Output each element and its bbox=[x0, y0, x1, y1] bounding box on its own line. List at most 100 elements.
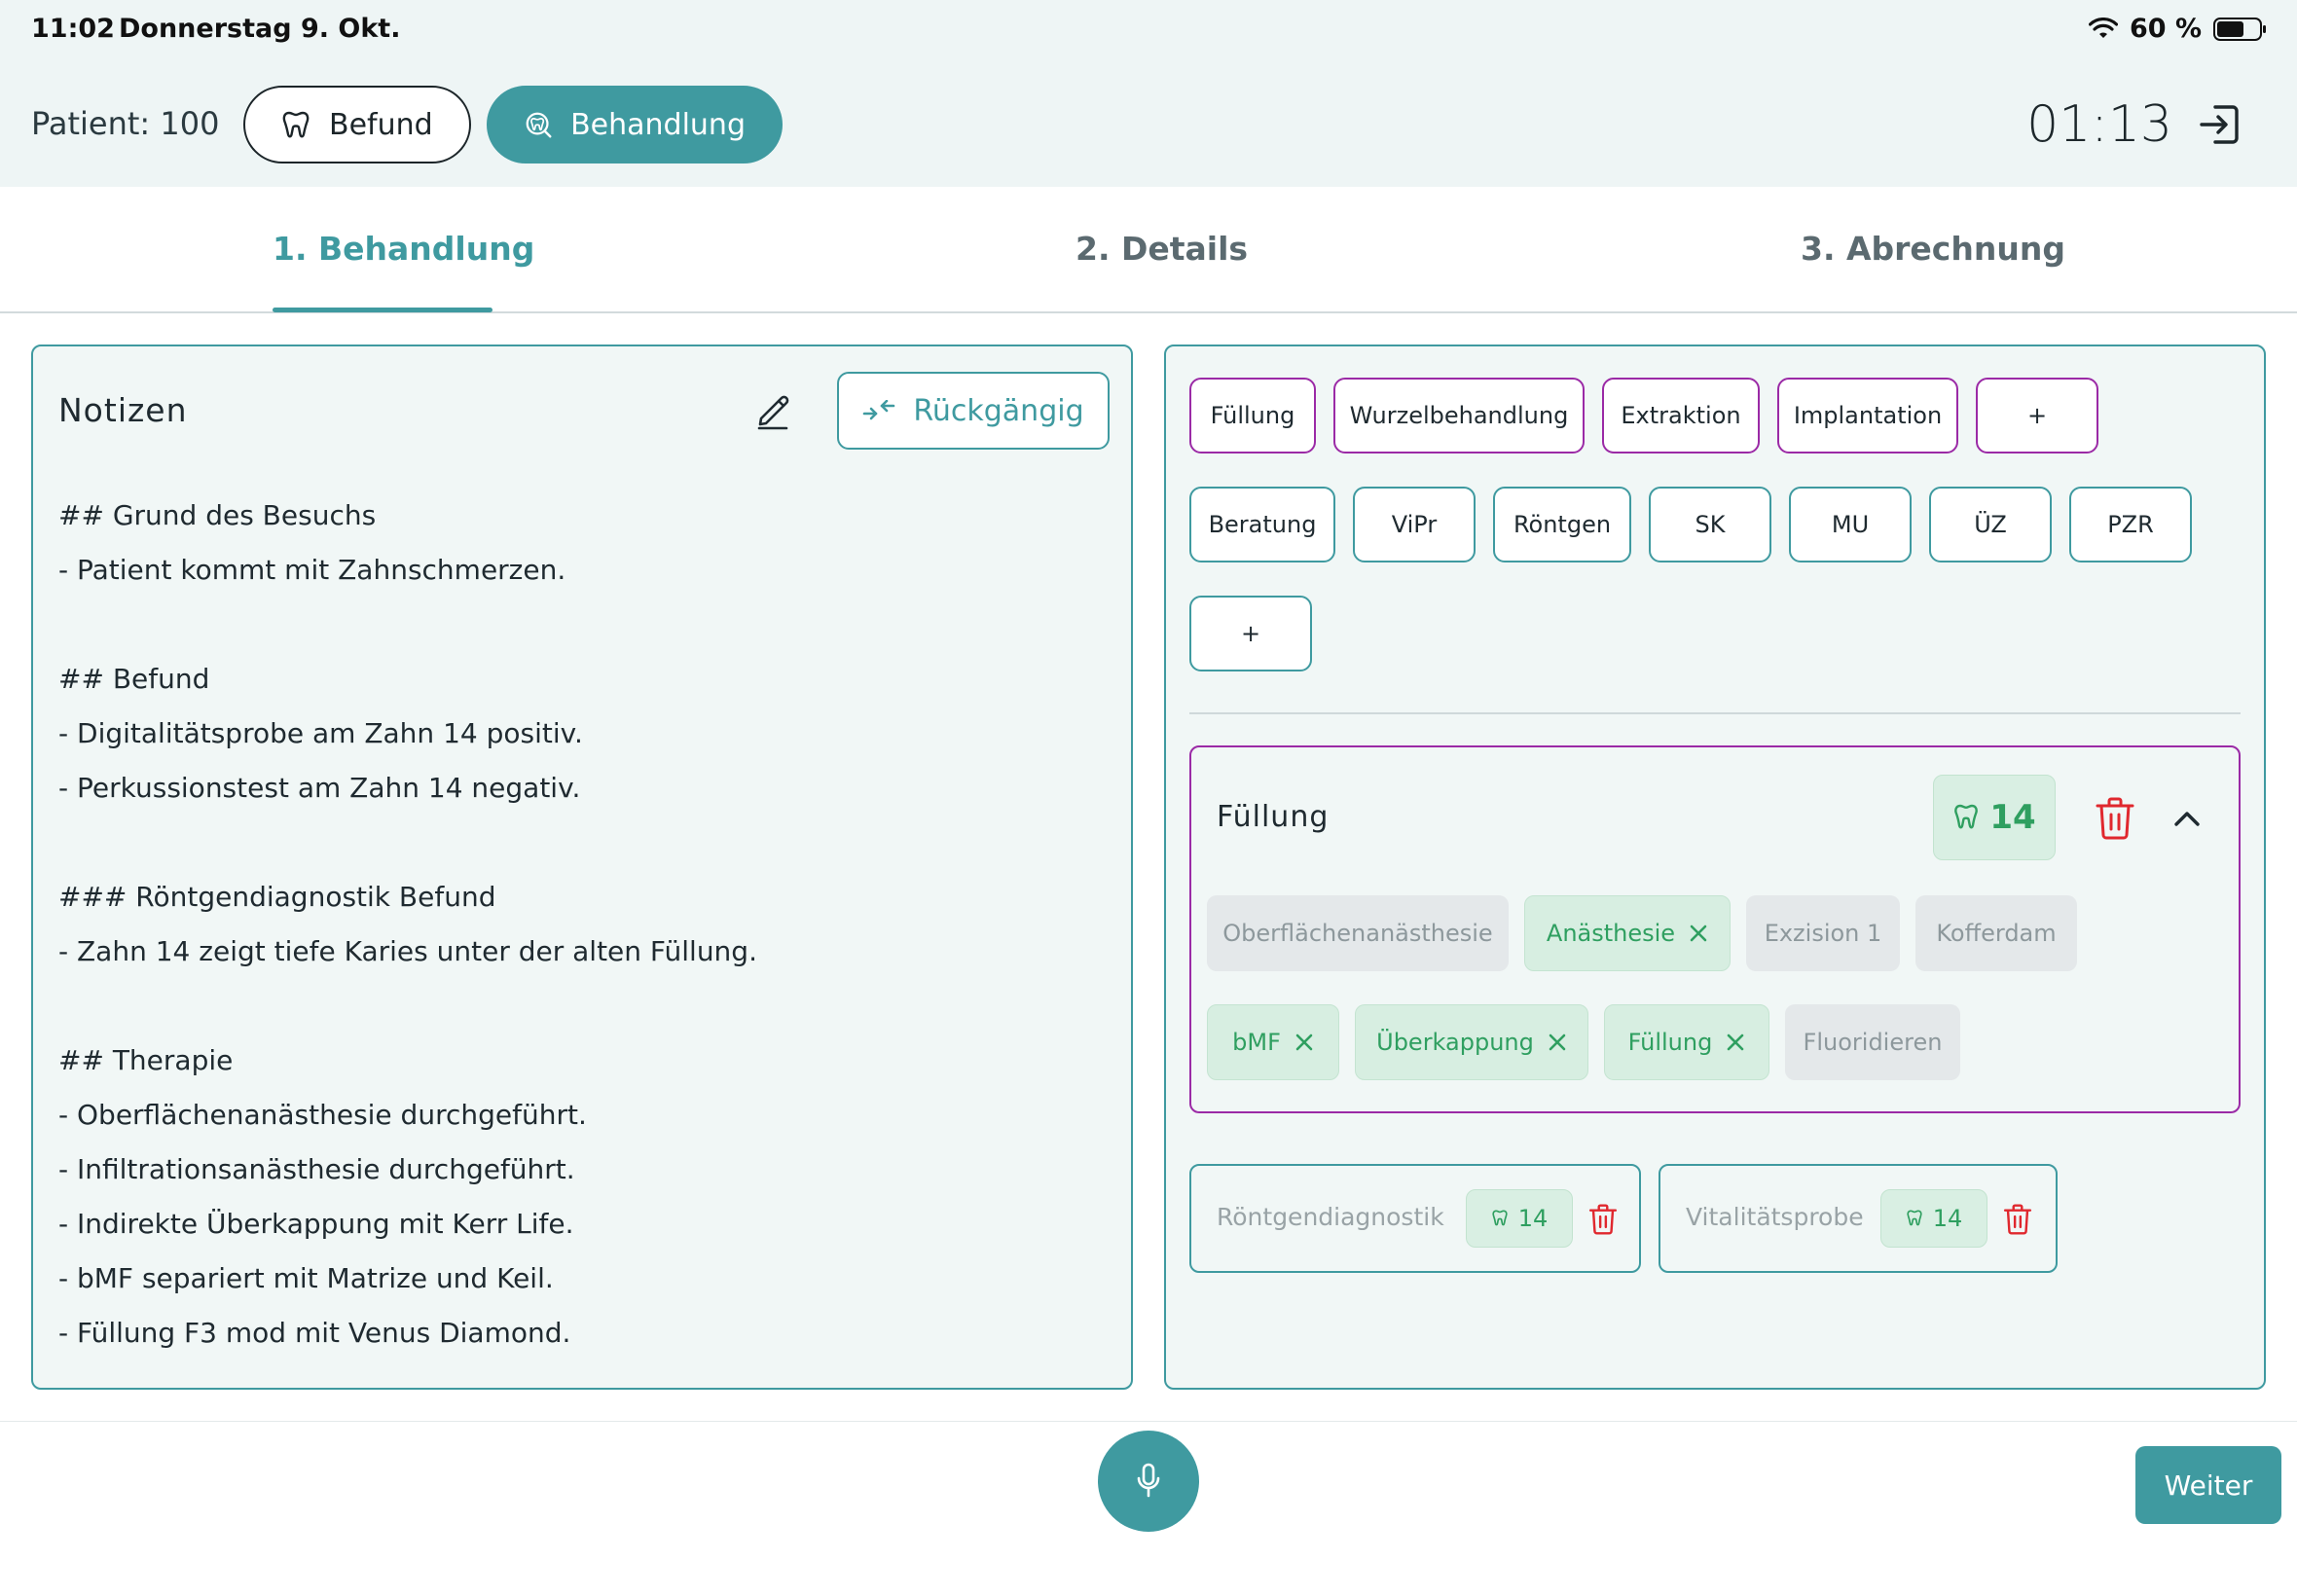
tooth-icon bbox=[1954, 804, 1979, 829]
remove-x-icon[interactable] bbox=[1689, 924, 1708, 943]
note-line: - Digitalitätsprobe am Zahn 14 positiv. bbox=[58, 717, 583, 749]
note-line bbox=[58, 979, 1110, 1034]
note-line: - Zahn 14 zeigt tiefe Karies unter der a… bbox=[58, 935, 757, 967]
option-oberflaechenanaesthesie[interactable]: Oberflächenanästhesie bbox=[1207, 895, 1509, 971]
note-line: - bMF separiert mit Matrize und Keil. bbox=[58, 1262, 554, 1294]
option-exzision[interactable]: Exzision 1 bbox=[1746, 895, 1900, 971]
trash-icon[interactable] bbox=[1588, 1203, 1618, 1236]
chip-fuellung[interactable]: Füllung bbox=[1189, 378, 1316, 453]
tooth-number: 14 bbox=[1517, 1205, 1549, 1232]
option-ueberkappung[interactable]: Überkappung bbox=[1355, 1004, 1588, 1080]
microphone-button[interactable] bbox=[1098, 1431, 1199, 1532]
note-line: - Perkussionstest am Zahn 14 negativ. bbox=[58, 772, 581, 804]
chip-pzr[interactable]: PZR bbox=[2069, 487, 2192, 562]
option-fuellung[interactable]: Füllung bbox=[1604, 1004, 1769, 1080]
tooth-number: 14 bbox=[1932, 1205, 1963, 1232]
option-label: Anästhesie bbox=[1546, 920, 1676, 947]
active-tab-indicator bbox=[273, 308, 492, 312]
notes-text[interactable]: ## Grund des Besuchs - Patient kommt mit… bbox=[58, 489, 1110, 1360]
add-teal-chip-button[interactable]: + bbox=[1189, 596, 1312, 671]
chevron-up-icon[interactable] bbox=[2170, 804, 2204, 833]
selected-treatment-card: Füllung 14 Oberflächenanästhesie Anästhe… bbox=[1189, 745, 2241, 1113]
behandlung-mode-button[interactable]: Behandlung bbox=[487, 86, 783, 163]
note-line: ## Befund bbox=[58, 663, 210, 695]
pencil-icon[interactable] bbox=[753, 389, 794, 430]
treatment-panel: Füllung Wurzelbehandlung Extraktion Impl… bbox=[1164, 345, 2266, 1390]
option-kofferdam[interactable]: Kofferdam bbox=[1915, 895, 2077, 971]
chip-mu[interactable]: MU bbox=[1789, 487, 1912, 562]
chip-implantation[interactable]: Implantation bbox=[1777, 378, 1958, 453]
option-label: Oberflächenanästhesie bbox=[1222, 920, 1493, 947]
chip-uez[interactable]: ÜZ bbox=[1929, 487, 2052, 562]
chip-beratung[interactable]: Beratung bbox=[1189, 487, 1335, 562]
tooth-number: 14 bbox=[1989, 798, 2036, 837]
status-indicators: 60 % bbox=[2088, 14, 2268, 44]
tooth-number-badge[interactable]: 14 bbox=[1466, 1189, 1573, 1248]
session-timer: 01:13 bbox=[2026, 95, 2172, 154]
notes-panel: Notizen Rückgängig ## Grund des Besuchs … bbox=[31, 345, 1133, 1390]
add-purple-chip-button[interactable]: + bbox=[1976, 378, 2098, 453]
battery-icon bbox=[2213, 17, 2266, 41]
chip-roentgen[interactable]: Röntgen bbox=[1493, 487, 1631, 562]
chip-sk[interactable]: SK bbox=[1649, 487, 1771, 562]
befund-mode-label: Befund bbox=[329, 107, 433, 142]
note-line: - Füllung F3 mod mit Venus Diamond. bbox=[58, 1317, 571, 1349]
treatment-card-vitalitaetsprobe[interactable]: Vitalitätsprobe 14 bbox=[1659, 1164, 2058, 1273]
remove-x-icon[interactable] bbox=[1294, 1033, 1314, 1052]
undo-label: Rückgängig bbox=[913, 393, 1084, 428]
top-header: 11:02 Donnerstag 9. Okt. 60 % Patient: 1… bbox=[0, 0, 2297, 187]
note-line: - Indirekte Überkappung mit Kerr Life. bbox=[58, 1208, 574, 1240]
patient-label: Patient: 100 bbox=[31, 105, 220, 142]
tab-behandlung[interactable]: 1. Behandlung bbox=[273, 230, 535, 268]
option-anaesthesie[interactable]: Anästhesie bbox=[1524, 895, 1731, 971]
remove-x-icon[interactable] bbox=[1726, 1033, 1745, 1052]
treatment-card-label: Vitalitätsprobe bbox=[1686, 1203, 1864, 1231]
treatment-card-roentgendiagnostik[interactable]: Röntgendiagnostik 14 bbox=[1189, 1164, 1641, 1273]
tooth-number-badge[interactable]: 14 bbox=[1933, 775, 2056, 860]
note-line: ## Grund des Besuchs bbox=[58, 499, 377, 531]
tab-abrechnung[interactable]: 3. Abrechnung bbox=[1801, 230, 2065, 268]
tooth-icon bbox=[1907, 1210, 1922, 1226]
note-line bbox=[58, 598, 1110, 652]
microphone-icon bbox=[1137, 1463, 1160, 1498]
remove-x-icon[interactable] bbox=[1548, 1033, 1567, 1052]
tooth-icon bbox=[282, 111, 310, 138]
undo-arrows-icon bbox=[863, 400, 895, 420]
option-label: bMF bbox=[1232, 1029, 1281, 1056]
chip-extraktion[interactable]: Extraktion bbox=[1602, 378, 1760, 453]
note-line: - Patient kommt mit Zahnschmerzen. bbox=[58, 554, 566, 586]
tooth-number-badge[interactable]: 14 bbox=[1880, 1189, 1987, 1248]
divider bbox=[1189, 712, 2241, 714]
behandlung-mode-label: Behandlung bbox=[570, 107, 746, 142]
option-bmf[interactable]: bMF bbox=[1207, 1004, 1339, 1080]
status-date: Donnerstag 9. Okt. bbox=[119, 14, 401, 44]
chip-wurzelbehandlung[interactable]: Wurzelbehandlung bbox=[1333, 378, 1585, 453]
chip-vipr[interactable]: ViPr bbox=[1353, 487, 1476, 562]
wifi-icon bbox=[2088, 17, 2118, 38]
option-label: Überkappung bbox=[1376, 1029, 1534, 1056]
option-label: Füllung bbox=[1627, 1029, 1713, 1056]
tooth-search-icon bbox=[526, 112, 552, 138]
option-label: Exzision 1 bbox=[1764, 920, 1882, 947]
note-line: ## Therapie bbox=[58, 1044, 234, 1076]
note-line bbox=[58, 816, 1110, 870]
notes-title: Notizen bbox=[58, 391, 188, 429]
note-line: ### Röntgendiagnostik Befund bbox=[58, 881, 496, 913]
befund-mode-button[interactable]: Befund bbox=[243, 86, 471, 163]
next-button[interactable]: Weiter bbox=[2135, 1446, 2281, 1524]
tooth-icon bbox=[1492, 1210, 1508, 1226]
tab-details[interactable]: 2. Details bbox=[1076, 230, 1249, 268]
option-label: Fluoridieren bbox=[1803, 1029, 1943, 1056]
option-fluoridieren[interactable]: Fluoridieren bbox=[1785, 1004, 1960, 1080]
option-label: Kofferdam bbox=[1936, 920, 2057, 947]
note-line: - Oberflächenanästhesie durchgeführt. bbox=[58, 1099, 587, 1131]
trash-icon[interactable] bbox=[2095, 796, 2135, 841]
status-time: 11:02 bbox=[31, 14, 115, 44]
battery-percent: 60 % bbox=[2129, 14, 2202, 44]
footer-divider bbox=[0, 1421, 2297, 1422]
trash-icon[interactable] bbox=[2003, 1203, 2032, 1236]
undo-button[interactable]: Rückgängig bbox=[837, 372, 1110, 450]
exit-icon[interactable] bbox=[2198, 103, 2241, 146]
treatment-card-label: Röntgendiagnostik bbox=[1217, 1203, 1444, 1231]
note-line: - Infiltrationsanästhesie durchgeführt. bbox=[58, 1153, 575, 1185]
